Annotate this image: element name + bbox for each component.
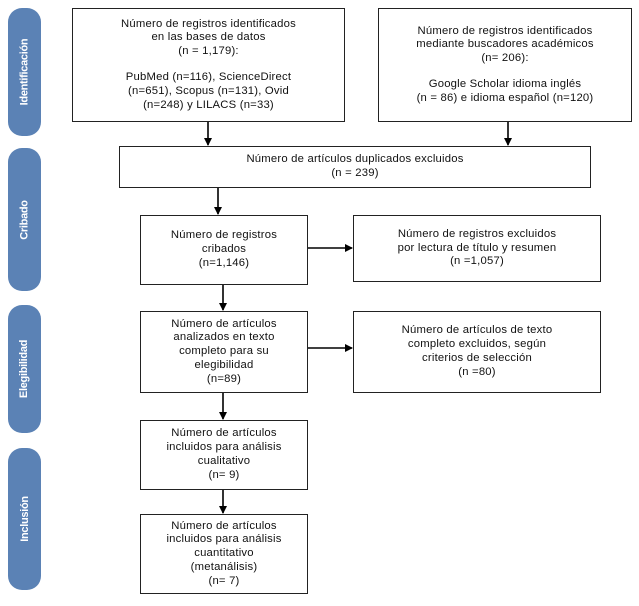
box-database-records: Número de registros identificados en las… — [72, 8, 345, 122]
box-text: Número de registros identificados — [121, 17, 296, 30]
box-text: (n=248) y LILACS (n=33) — [143, 98, 274, 111]
box-text: Número de artículos — [171, 427, 277, 440]
box-text: (n = 86) e idioma español (n=120) — [416, 91, 594, 104]
box-text: incluidos para análisis — [166, 533, 282, 546]
box-text: Google Scholar idioma inglés — [428, 77, 582, 90]
box-text: Número de artículos — [171, 317, 277, 330]
box-fulltext-assessed: Número de artículos analizados en texto … — [140, 311, 308, 393]
box-text: (n= 9) — [208, 468, 240, 481]
box-text: (n = 1,179): — [178, 45, 239, 58]
box-text: (n=89) — [206, 372, 242, 385]
box-excluded-fulltext: Número de artículos de texto completo ex… — [353, 311, 601, 393]
box-text: cualitativo — [197, 455, 251, 467]
box-search-engine-records: Número de registros identificados median… — [378, 8, 632, 122]
box-text: analizados en texto — [173, 331, 275, 344]
stage-tab-screening: Cribado — [8, 148, 41, 291]
box-screened-records: Número de registros cribados (n=1,146) — [140, 215, 308, 285]
box-text: Número de artículos — [171, 519, 277, 532]
box-text: cribados — [201, 243, 247, 256]
box-text: (n =80) — [458, 365, 496, 378]
box-text: incluidos para análisis — [166, 441, 282, 454]
box-included-qualitative: Número de artículos incluidos para análi… — [140, 420, 308, 490]
box-text: PubMed (n=116), ScienceDirect — [125, 71, 292, 83]
box-text: completo para su — [179, 345, 269, 358]
box-text: cuantitativo — [194, 547, 254, 560]
box-text: (n = 239) — [331, 167, 379, 179]
stage-tab-inclusion: Inclusión — [8, 448, 41, 590]
stage-tab-eligibility: Elegibilidad — [8, 305, 41, 433]
box-text: (n =1,057) — [450, 255, 504, 268]
box-text: (n= 206): — [481, 52, 529, 65]
box-text: Número de registros identificados — [417, 24, 593, 37]
box-text: (metanálisis) — [190, 560, 258, 573]
box-included-quantitative: Número de artículos incluidos para análi… — [140, 514, 308, 594]
box-text: (n=651), Scopus (n=131), Ovid — [128, 84, 289, 97]
box-text: en las bases de datos — [151, 31, 266, 44]
box-text: Número de artículos de texto — [401, 324, 553, 337]
box-text: Número de registros — [170, 229, 278, 242]
box-excluded-title-abstract: Número de registros excluidos por lectur… — [353, 215, 601, 282]
box-text: (n= 7) — [208, 574, 240, 587]
box-text: por lectura de título y resumen — [397, 241, 557, 254]
box-duplicates-excluded: Número de artículos duplicados excluidos… — [119, 146, 591, 188]
stage-tab-identification: Identificación — [8, 8, 41, 136]
box-text: completo excluidos, según — [407, 338, 547, 351]
box-text: Número de artículos duplicados excluidos — [246, 153, 464, 166]
box-text: criterios de selección — [422, 352, 532, 364]
box-text: elegibilidad — [194, 358, 254, 371]
box-text: mediante buscadores académicos — [416, 38, 594, 51]
box-text: Número de registros excluidos — [397, 227, 557, 240]
box-text: (n=1,146) — [198, 256, 250, 269]
